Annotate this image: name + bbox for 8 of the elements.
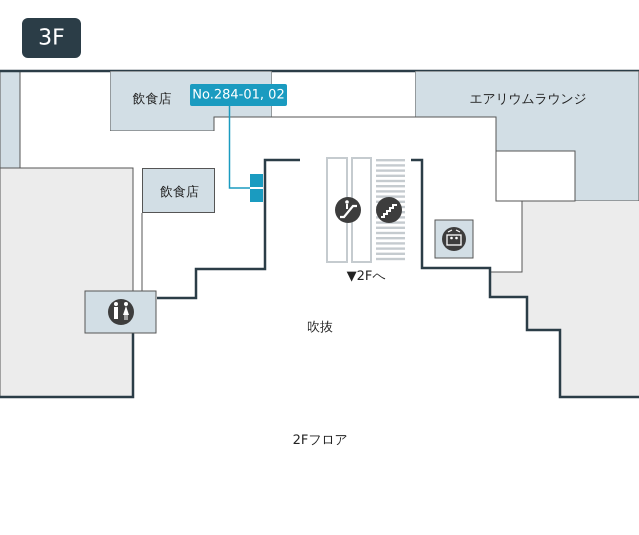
- shop-label: 飲食店: [160, 184, 199, 200]
- lounge-label: エアリウムラウンジ: [470, 91, 586, 108]
- area-label: 2Fフロア: [292, 432, 348, 449]
- floor-number: 3F: [38, 26, 65, 50]
- area-label: 吹抜: [307, 319, 333, 336]
- shop-label: 飲食店: [132, 91, 172, 108]
- direction-note: ▼2Fへ: [346, 268, 386, 285]
- location-number: No.284-01, 02: [192, 88, 285, 102]
